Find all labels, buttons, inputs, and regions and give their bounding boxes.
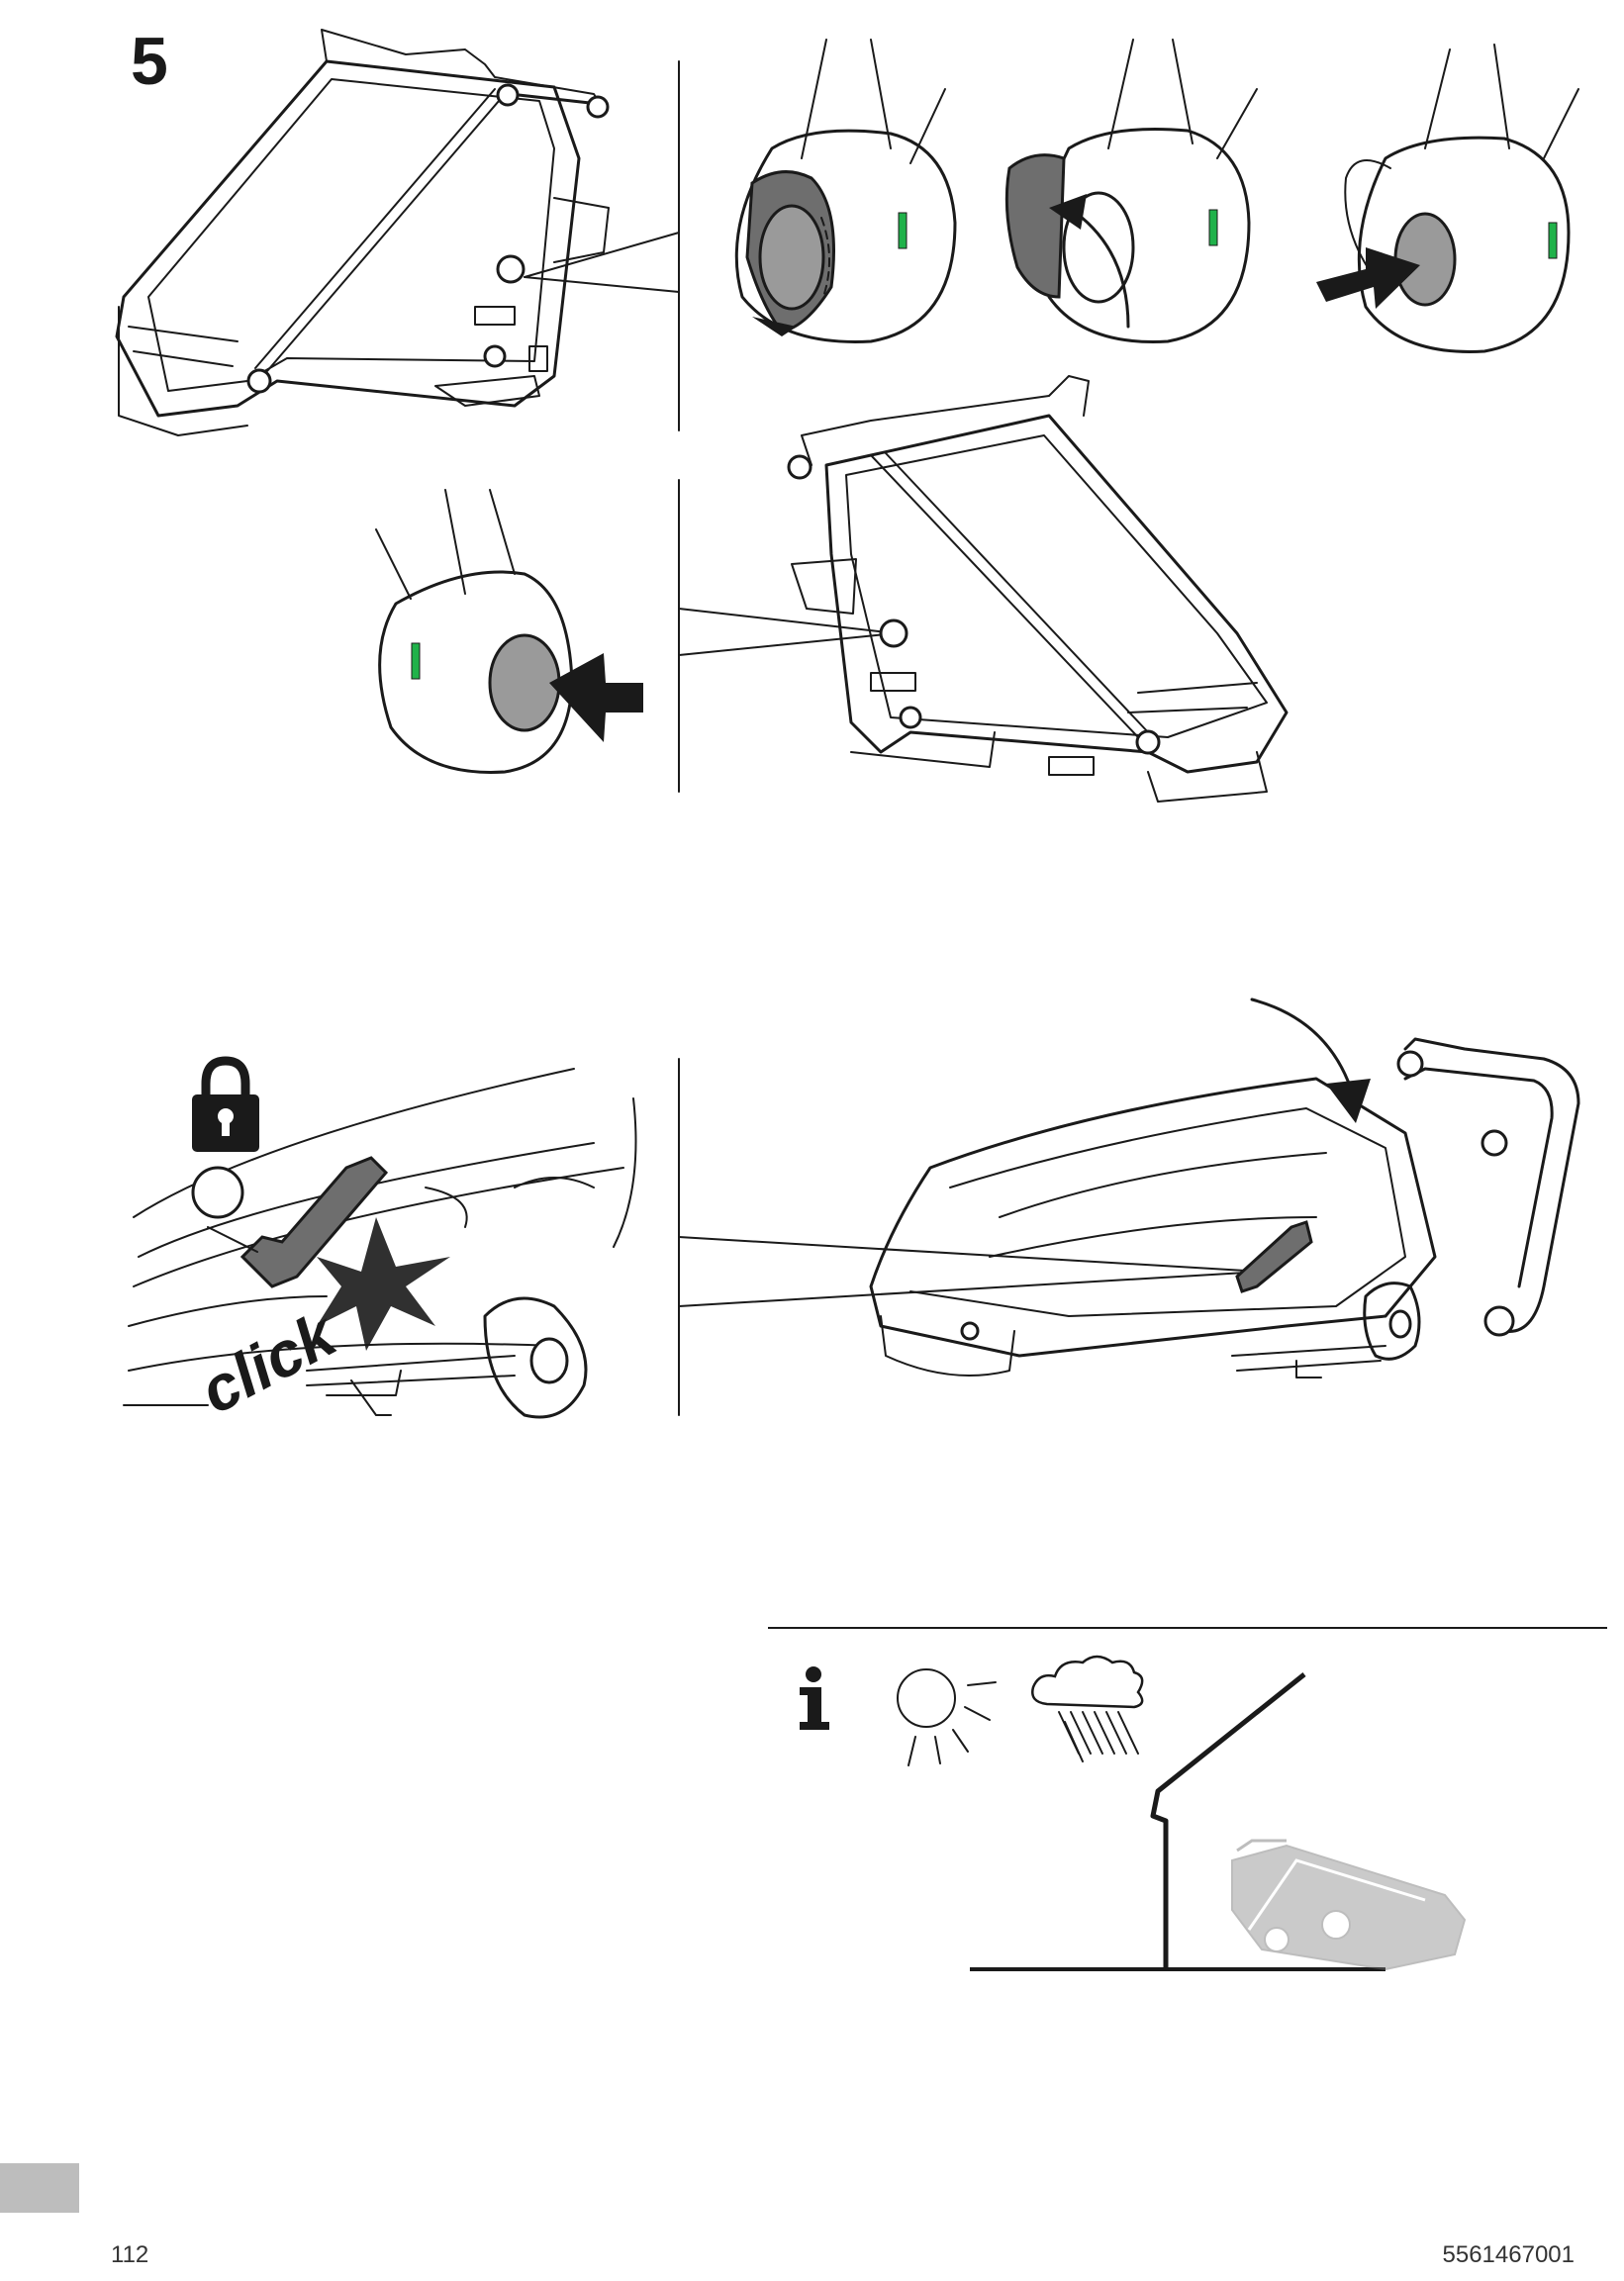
zoom-callout-lines-lower — [678, 1058, 1263, 1416]
wheel-hub-detail-2 — [1004, 39, 1258, 343]
zoom-callout-lines-middle — [678, 479, 897, 793]
roof-shelter-icon — [970, 1672, 1385, 1971]
sun-icon — [897, 1668, 997, 1766]
trailer-rear-view-bottom — [787, 375, 1289, 803]
wheel-hub-detail-3 — [1316, 44, 1579, 353]
page-tab-marker — [0, 2163, 79, 2213]
document-number: 5561467001 — [1442, 2241, 1575, 2268]
lock-click-detail — [123, 1068, 637, 1419]
step-number: 5 — [131, 24, 168, 99]
wheel-hub-detail-1 — [734, 39, 957, 343]
padlock-icon — [192, 1056, 259, 1152]
stored-trailer-silhouette — [1231, 1839, 1467, 1971]
rain-cloud-icon — [1031, 1655, 1144, 1762]
trailer-folding-view — [869, 998, 1580, 1378]
info-icon — [800, 1666, 829, 1730]
wheel-hub-detail-4 — [375, 489, 643, 774]
zoom-callout-lines-top — [524, 60, 680, 431]
page-number: 112 — [111, 2241, 149, 2268]
trailer-rear-view-top — [115, 29, 610, 436]
